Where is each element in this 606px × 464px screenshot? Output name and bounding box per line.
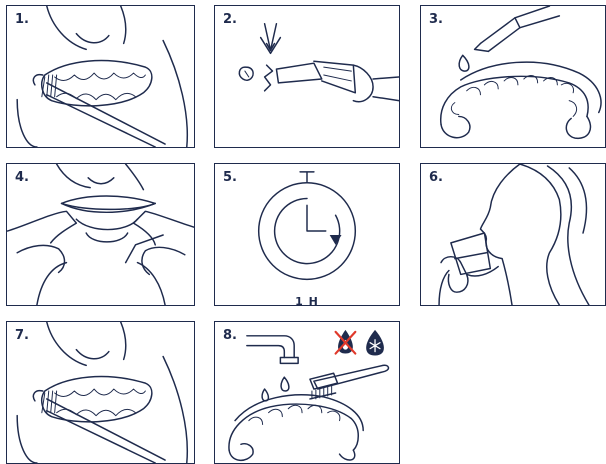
timer-icon (215, 164, 399, 305)
step-number: 8. (223, 328, 237, 343)
brushing-teeth-icon (7, 322, 194, 463)
step-3-panel: 3. (420, 5, 606, 148)
step-number: 2. (223, 12, 237, 27)
step-number: 5. (223, 170, 237, 185)
duration-label: 1 H (215, 295, 399, 306)
step-4-panel: 4. (6, 163, 195, 306)
no-hot-water-icon (336, 330, 356, 354)
drinking-icon (421, 164, 605, 305)
step-7-panel: 7. (6, 321, 195, 464)
rinse-and-clean-tray-icon (215, 322, 399, 463)
step-number: 4. (15, 170, 29, 185)
apply-gel-to-tray-icon (421, 6, 605, 147)
step-1-panel: 1. (6, 5, 195, 148)
insert-tray-icon (7, 164, 194, 305)
no-freezing-icon (366, 330, 384, 356)
step-5-panel: 1 H 5. (214, 163, 400, 306)
step-number: 6. (429, 170, 443, 185)
step-8-panel: 8. (214, 321, 400, 464)
step-2-panel: 2. (214, 5, 400, 148)
step-number: 7. (15, 328, 29, 343)
step-number: 1. (15, 12, 29, 27)
step-number: 3. (429, 12, 443, 27)
brushing-teeth-icon (7, 6, 194, 147)
open-syringe-icon (215, 6, 399, 147)
step-6-panel: 6. (420, 163, 606, 306)
